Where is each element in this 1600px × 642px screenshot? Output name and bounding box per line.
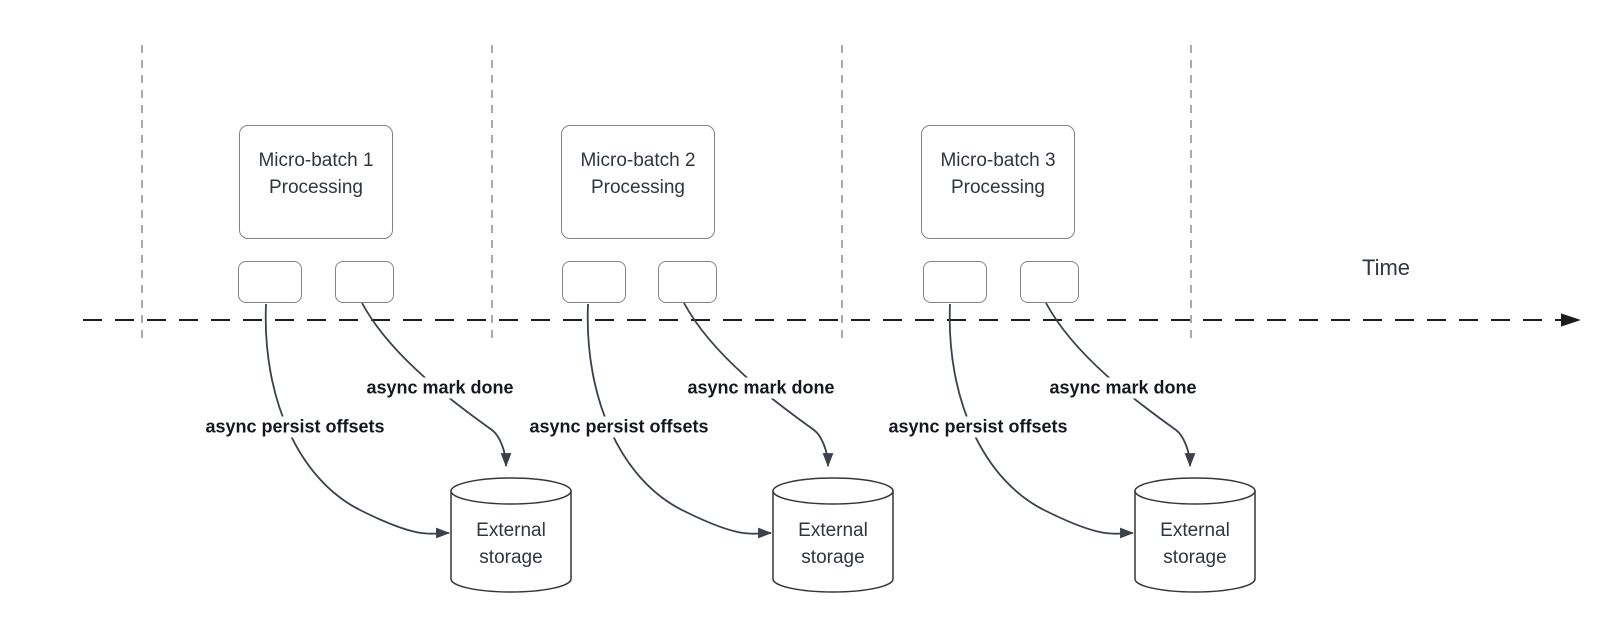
- micro-task-box-1a: [238, 261, 302, 303]
- micro-batch-2-label: Micro-batch 2 Processing: [580, 147, 695, 201]
- micro-batch-1-box: Micro-batch 1 Processing: [239, 125, 393, 239]
- mark-done-label-2: async mark done: [684, 377, 838, 399]
- micro-batch-2-subtitle: Processing: [590, 177, 685, 198]
- external-storage-line1: External: [476, 520, 546, 541]
- external-storage-label-1: External storage: [476, 517, 546, 571]
- micro-batch-3-title: Micro-batch 3: [940, 150, 1056, 171]
- time-axis-label: Time: [1361, 255, 1411, 280]
- mark-done-label-3: async mark done: [1046, 377, 1200, 399]
- external-storage-line2: storage: [1163, 547, 1227, 568]
- mark-done-arrow-2: [683, 302, 834, 468]
- external-storage-cylinder-3: [1134, 490, 1256, 593]
- external-storage-cylinder-top-3: [1134, 477, 1256, 505]
- micro-task-box-3b: [1020, 261, 1079, 303]
- persist-offsets-arrow-3: [948, 303, 1135, 539]
- external-storage-line2: storage: [801, 547, 865, 568]
- micro-batch-2-box: Micro-batch 2 Processing: [561, 125, 715, 239]
- persist-offsets-label-2: async persist offsets: [526, 416, 712, 438]
- persist-offsets-label-1: async persist offsets: [202, 416, 388, 438]
- mark-done-arrow-1: [361, 302, 512, 468]
- persist-offsets-arrow-1: [264, 303, 451, 539]
- mark-done-label-1: async mark done: [363, 377, 517, 399]
- micro-batch-3-box: Micro-batch 3 Processing: [921, 125, 1075, 239]
- micro-batch-3-subtitle: Processing: [950, 177, 1045, 198]
- micro-task-box-3a: [923, 261, 987, 303]
- external-storage-line1: External: [798, 520, 868, 541]
- external-storage-cylinder-top-2: [772, 477, 894, 505]
- micro-batch-1-subtitle: Processing: [268, 177, 363, 198]
- external-storage-cylinder-2: [772, 490, 894, 593]
- external-storage-label-3: External storage: [1160, 517, 1230, 571]
- persist-offsets-label-3: async persist offsets: [885, 416, 1071, 438]
- external-storage-cylinder-1: [450, 490, 572, 593]
- flow-group-3: [948, 302, 1256, 593]
- micro-task-box-2b: [658, 261, 717, 303]
- flow-group-2: [586, 302, 894, 593]
- micro-task-box-2a: [562, 261, 626, 303]
- micro-batch-1-label: Micro-batch 1 Processing: [258, 147, 373, 201]
- micro-batch-2-title: Micro-batch 2: [580, 150, 696, 171]
- mark-done-arrow-3: [1045, 302, 1196, 468]
- persist-offsets-arrow-2: [586, 303, 773, 539]
- flow-group-1: [264, 302, 572, 593]
- external-storage-label-2: External storage: [798, 517, 868, 571]
- micro-task-box-1b: [335, 261, 394, 303]
- micro-batch-1-title: Micro-batch 1: [258, 150, 374, 171]
- external-storage-cylinder-top-1: [450, 477, 572, 505]
- external-storage-line1: External: [1160, 520, 1230, 541]
- external-storage-line2: storage: [479, 547, 543, 568]
- micro-batch-3-label: Micro-batch 3 Processing: [940, 147, 1055, 201]
